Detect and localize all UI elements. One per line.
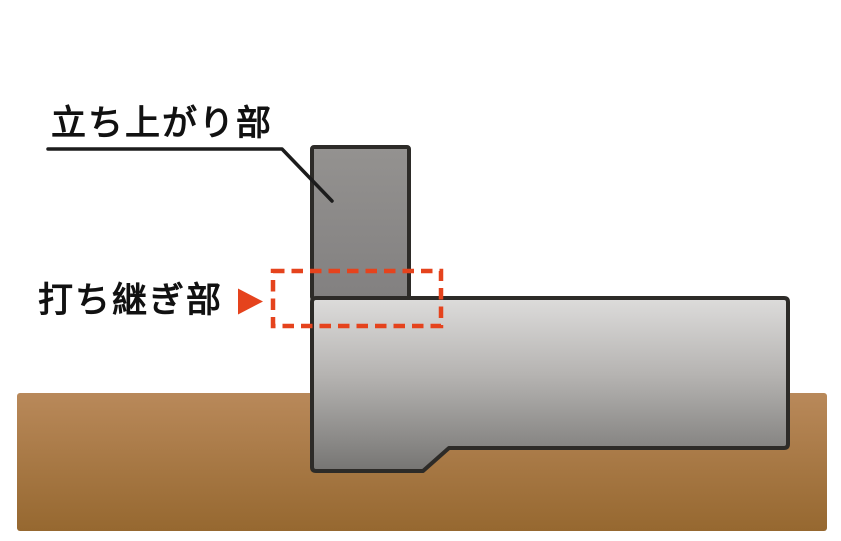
joint-label: 打ち継ぎ部 <box>38 281 224 320</box>
riser-label: 立ち上がり部 <box>51 104 274 143</box>
joint-dashed-marker-box <box>270 268 444 329</box>
footing-slab-shape <box>310 296 790 473</box>
joint-pointer-triangle-icon <box>238 288 263 315</box>
riser-column-shape <box>310 145 411 301</box>
riser-leader-line <box>46 147 334 203</box>
